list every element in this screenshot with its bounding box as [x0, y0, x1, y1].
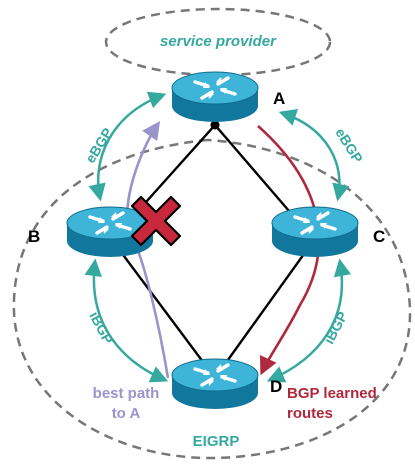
ibgp-right-label: iBGP	[320, 309, 350, 347]
eigrp-domain-boundary	[12, 138, 412, 460]
ebgp-left-label: eBGP	[82, 125, 116, 166]
node-b-label: B	[28, 227, 40, 246]
ebgp-left-arrow	[88, 91, 167, 202]
router-d-icon	[170, 357, 260, 411]
router-c-icon	[270, 205, 360, 259]
router-a-icon	[170, 70, 260, 124]
best-path-label-line2: to A	[112, 405, 141, 422]
bgp-learned-label-line1: BGP learned	[287, 385, 377, 402]
ebgp-right-label: eBGP	[332, 125, 366, 166]
ebgp-right-arrow	[278, 109, 350, 202]
ibgp-left-arrow	[84, 258, 169, 383]
bgp-learned-arrow	[257, 125, 321, 376]
link-junction-dot	[210, 120, 220, 130]
service-provider-label: service provider	[160, 33, 277, 50]
ibgp-right-arrow	[266, 258, 352, 383]
x-mark-icon	[130, 195, 182, 247]
node-c-label: C	[373, 227, 385, 246]
eigrp-label: EIGRP	[193, 433, 240, 450]
node-a-label: A	[273, 89, 285, 108]
best-path-label-line1: best path	[93, 385, 160, 402]
bgp-learned-label-line2: routes	[287, 405, 333, 422]
node-d-label: D	[270, 377, 282, 396]
ibgp-left-label: iBGP	[86, 309, 116, 347]
